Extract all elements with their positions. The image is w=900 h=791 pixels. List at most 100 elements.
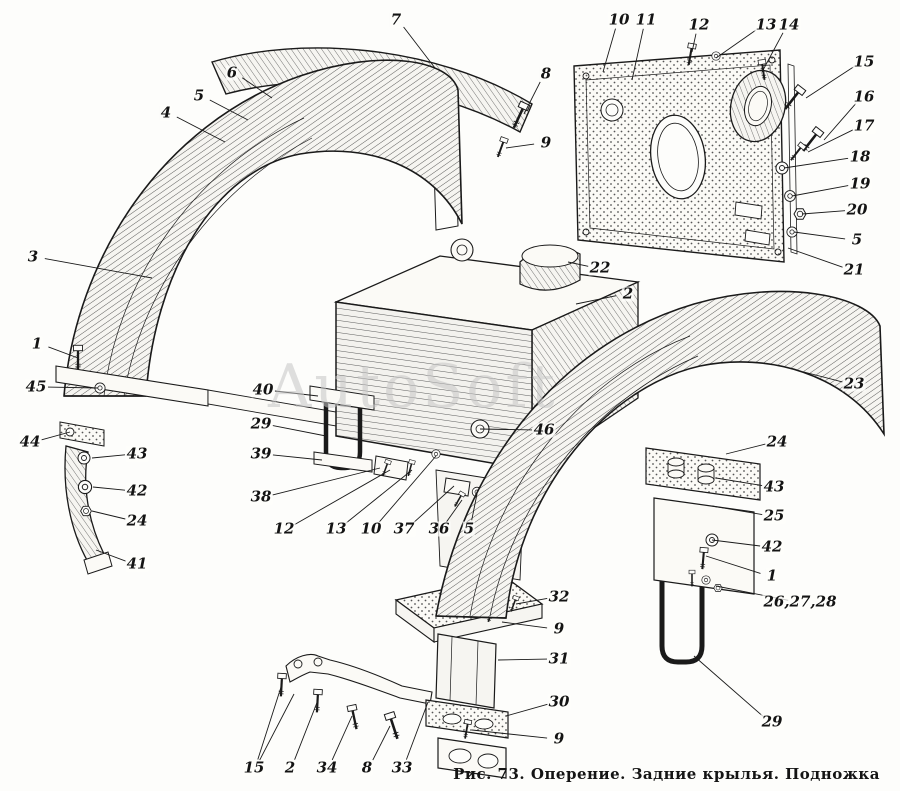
plate-39 [313, 451, 373, 473]
fender-arch [63, 59, 463, 397]
leader-line [403, 26, 436, 69]
leader-line [294, 699, 319, 760]
leader-line [176, 116, 226, 143]
u-bolt-29-right [659, 560, 705, 665]
callout-2: 2 [621, 284, 635, 303]
callout-18: 18 [848, 147, 872, 166]
left-ubolt-group [309, 385, 483, 509]
callout-10: 10 [359, 519, 383, 538]
leader-line [412, 485, 455, 524]
panel-round-hole [600, 98, 624, 122]
callout-15: 15 [852, 52, 876, 71]
leader-line [241, 77, 273, 99]
figure-caption: Рис. 73. Оперение. Задние крылья. Поднож… [453, 765, 880, 783]
left-mount [55, 344, 337, 575]
right-bracket-assembly [645, 447, 761, 665]
oval-housing [729, 58, 787, 143]
leader-line [505, 703, 548, 717]
callout-9: 9 [552, 729, 566, 748]
callout-17: 17 [852, 116, 876, 135]
leader-line [783, 157, 849, 169]
leader-line [801, 210, 846, 215]
callout-6: 6 [225, 63, 239, 82]
leader-line [505, 143, 535, 149]
callout-9: 9 [552, 619, 566, 638]
leader-line [331, 715, 353, 761]
leader-line [761, 32, 784, 73]
leader-line [691, 33, 697, 53]
callout-2: 2 [283, 758, 297, 777]
callout-13: 13 [324, 519, 348, 538]
leader-line [372, 725, 391, 761]
leader-line [523, 81, 541, 115]
leader-line [92, 486, 126, 491]
callout-24: 24 [125, 511, 149, 530]
callout-31: 31 [547, 649, 571, 668]
leader-line [803, 371, 843, 383]
leader-line [471, 493, 478, 521]
pad-42 [77, 479, 93, 495]
callout-33: 33 [390, 758, 414, 777]
washer-10-lower [431, 449, 441, 459]
callout-16: 16 [852, 87, 876, 106]
callout-44: 44 [18, 432, 42, 451]
leader-line [807, 129, 854, 153]
bracket-37 [443, 477, 471, 497]
leader-line [405, 701, 429, 760]
callout-43: 43 [125, 444, 149, 463]
callout-37: 37 [392, 519, 416, 538]
callout-34: 34 [315, 758, 339, 777]
leader-line [345, 469, 413, 524]
right-fender [435, 290, 885, 619]
callout-12: 12 [272, 519, 296, 538]
leader-line [95, 549, 126, 562]
callout-8: 8 [360, 758, 374, 777]
leader-line [44, 258, 153, 279]
leader-line [497, 658, 548, 661]
callout-45: 45 [24, 377, 48, 396]
nut-24 [80, 505, 92, 517]
leader-line [294, 469, 391, 525]
callout-38: 38 [249, 487, 273, 506]
leader-line [501, 621, 548, 629]
callout-5: 5 [850, 230, 864, 249]
leader-line [705, 555, 761, 574]
nut-28 [713, 584, 723, 592]
bolt-34 [345, 703, 363, 732]
leader-line [711, 505, 763, 516]
leader-line [479, 428, 533, 431]
leader-line [272, 425, 327, 437]
leader-line [91, 454, 126, 459]
pad-43-right [667, 457, 685, 479]
callout-14: 14 [777, 15, 801, 34]
leader-line [711, 539, 761, 547]
leader-line [209, 99, 249, 121]
callout-24: 24 [765, 432, 789, 451]
leader-line [567, 261, 589, 267]
callout-11: 11 [634, 10, 658, 29]
callout-30: 30 [547, 692, 571, 711]
leader-line [793, 231, 846, 240]
callout-9: 9 [539, 133, 553, 152]
callout-29: 29 [249, 414, 273, 433]
callout-46: 46 [532, 420, 556, 439]
leader-line [259, 693, 295, 761]
leader-line [91, 510, 126, 520]
callout-4: 4 [159, 103, 173, 122]
callout-29: 29 [760, 712, 784, 731]
leader-line [787, 247, 843, 268]
bracket-31 [435, 633, 497, 709]
callout-40: 40 [251, 380, 275, 399]
washer-43 [77, 451, 91, 465]
callout-20: 20 [845, 200, 869, 219]
fender-arch-right [435, 290, 885, 619]
leader-line [471, 729, 548, 739]
leader-line [41, 431, 71, 441]
pad-43-right-b [697, 463, 715, 485]
callout-3: 3 [26, 247, 40, 266]
callout-42: 42 [125, 481, 149, 500]
leader-line [715, 477, 763, 487]
leader-line [725, 443, 766, 455]
callout-41: 41 [125, 554, 149, 573]
